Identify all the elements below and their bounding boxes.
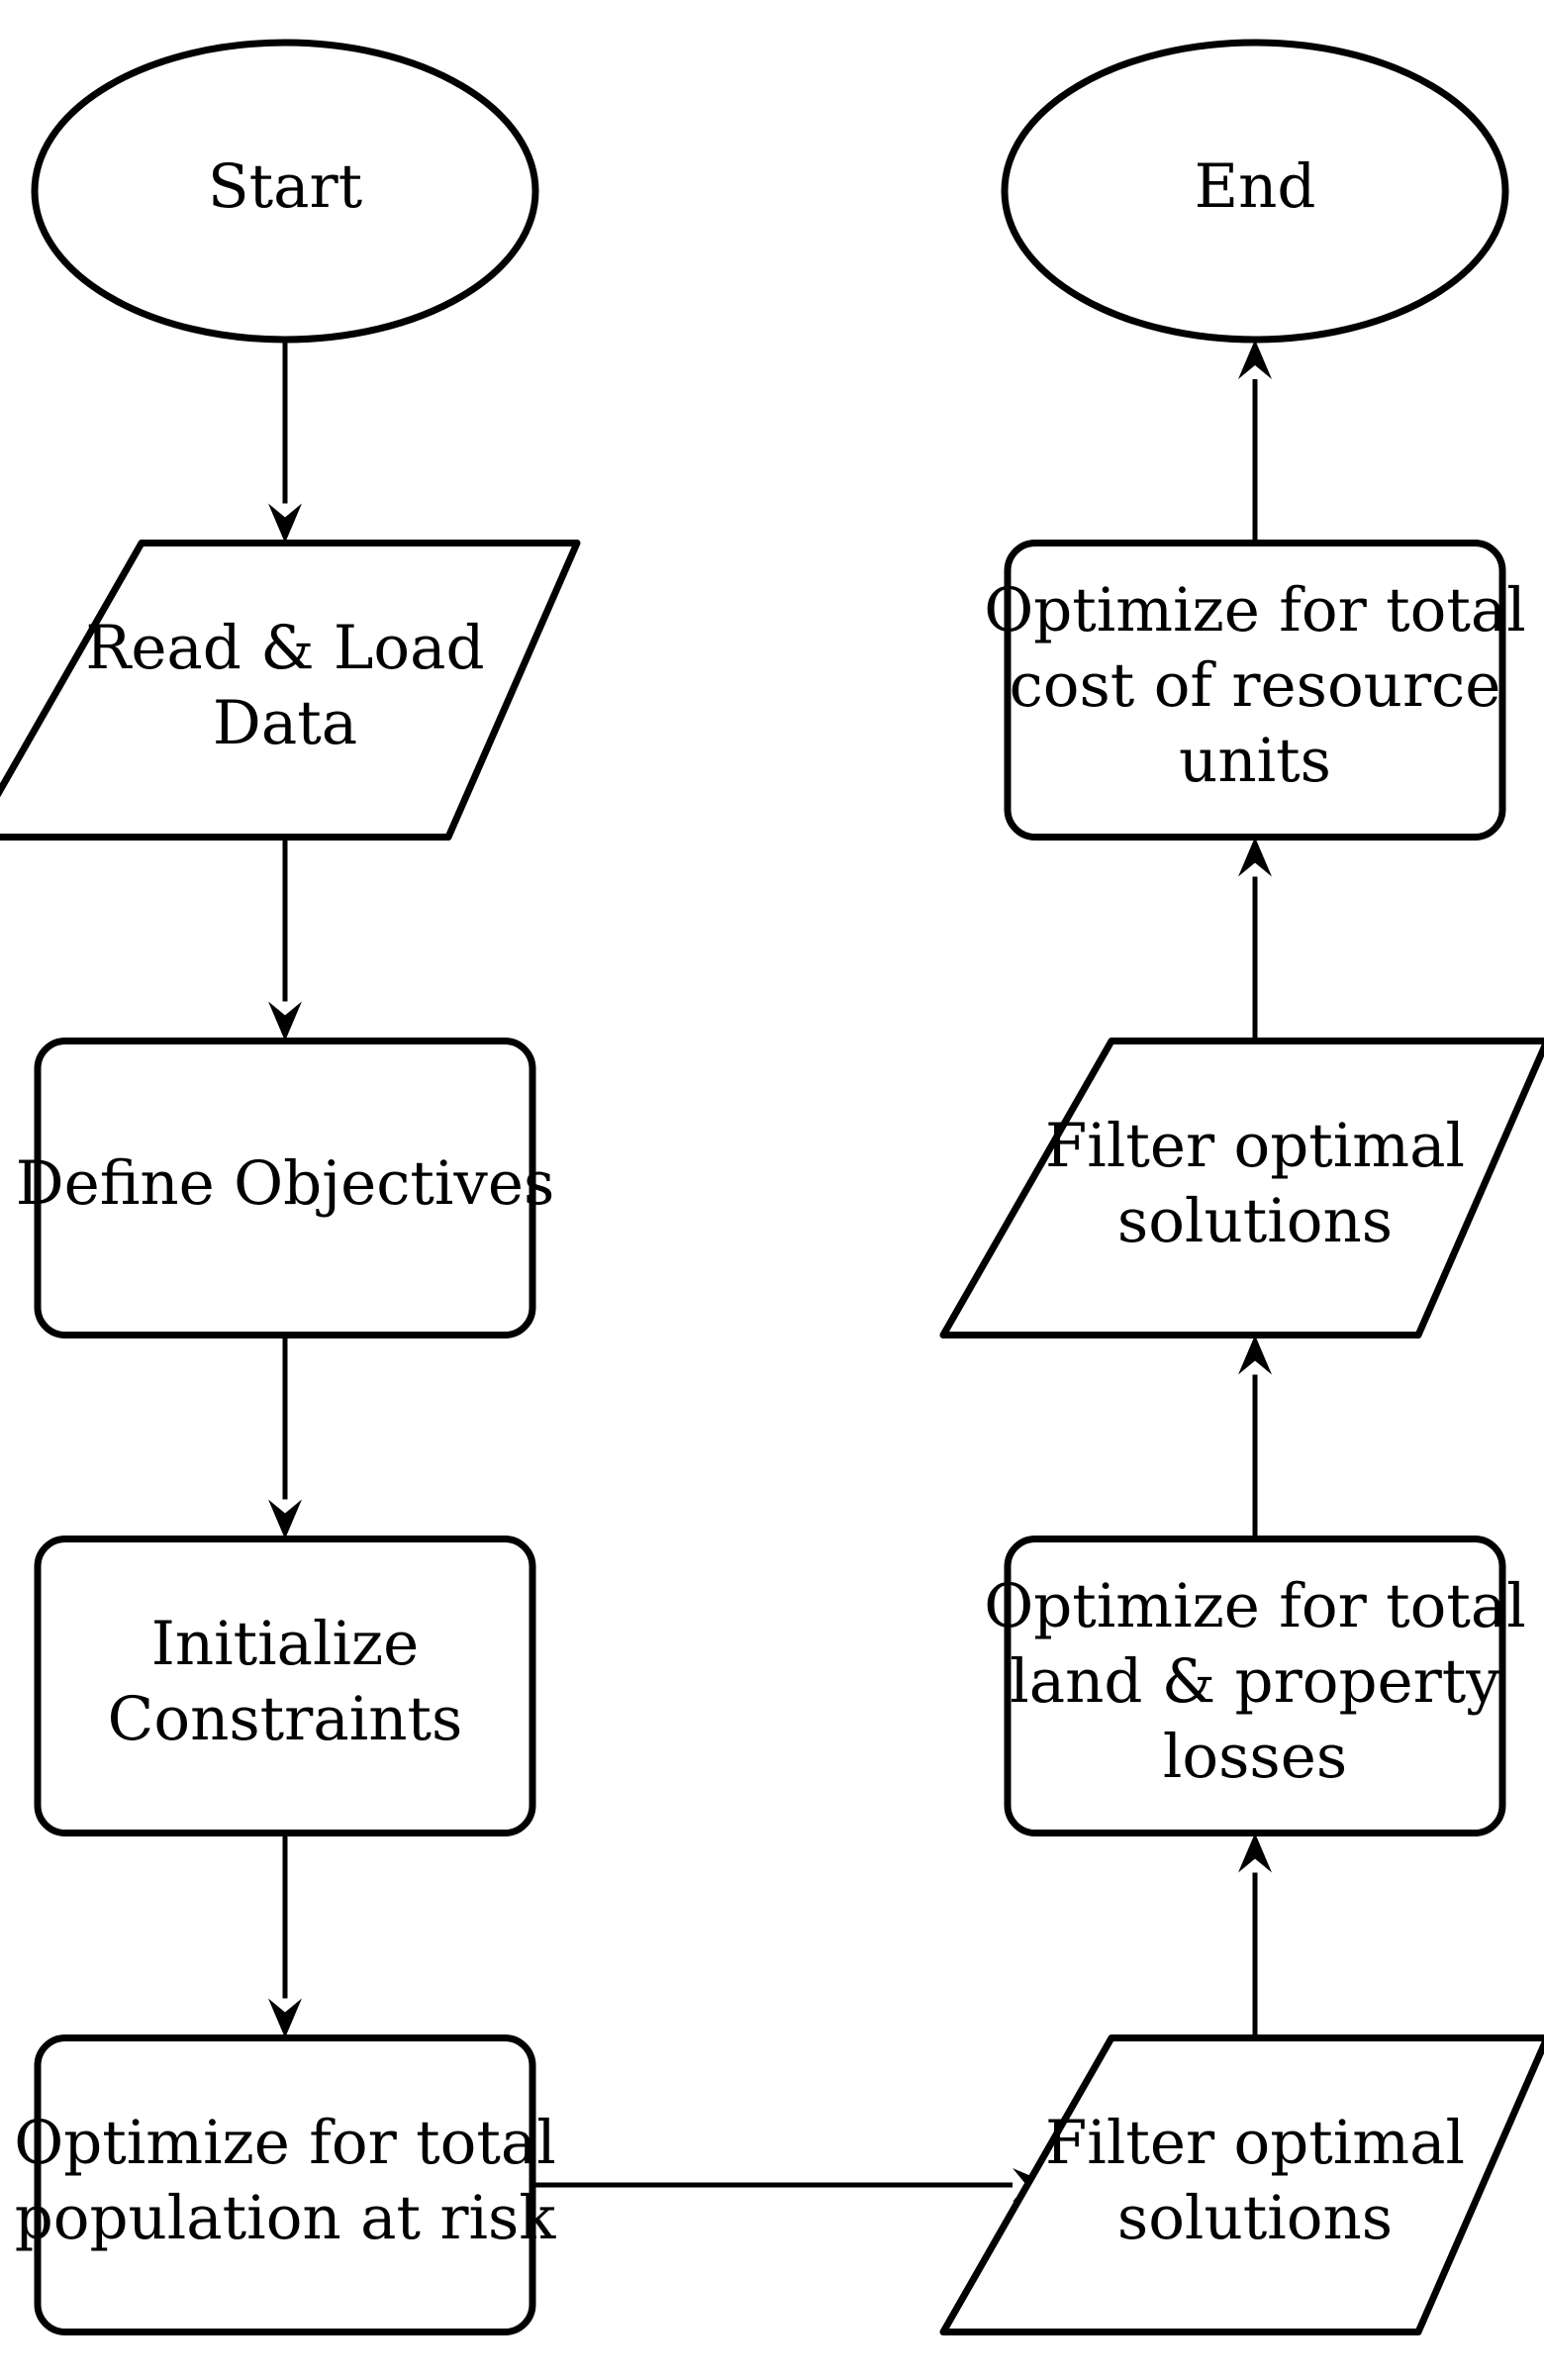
node-label: Optimize for total: [14, 2108, 556, 2178]
node-label: solutions: [1117, 2183, 1393, 2253]
node-end: End: [1001, 39, 1509, 344]
arrow-init-constraints-to-opt-population: [268, 1833, 302, 2038]
node-label: Constraints: [108, 1684, 463, 1754]
arrowhead: [268, 1499, 302, 1539]
arrow-opt-land-to-filter-2: [1238, 1335, 1272, 1539]
arrowhead: [1238, 1833, 1272, 1873]
edges-layer: [268, 340, 1272, 2202]
node-label: losses: [1163, 1722, 1347, 1792]
node-label: Filter optimal: [1045, 1111, 1465, 1181]
arrowhead: [268, 1998, 302, 2038]
node-label: Initialize: [151, 1609, 420, 1679]
arrowhead: [1238, 837, 1272, 877]
node-label: cost of resource: [1010, 650, 1501, 721]
process-box: [1004, 540, 1506, 841]
node-label: Optimize for total: [984, 1571, 1526, 1641]
node-label: Optimize for total: [984, 575, 1526, 645]
node-label: land & property: [1010, 1646, 1500, 1717]
node-label: Define Objectives: [16, 1148, 555, 1219]
arrowhead: [1238, 340, 1272, 379]
terminal-ellipse: [31, 39, 539, 344]
node-label: Read & Load: [85, 613, 484, 683]
process-box: [34, 1536, 536, 1836]
node-label: Start: [208, 151, 363, 222]
node-define-objectives: Define Objectives: [16, 1038, 555, 1339]
process-box: [34, 1038, 536, 1339]
io-parallelogram: [0, 540, 581, 841]
arrowhead: [268, 503, 302, 544]
node-label: units: [1179, 726, 1331, 796]
node-label: population at risk: [15, 2183, 557, 2253]
node-start: Start: [31, 39, 539, 344]
io-parallelogram: [939, 2034, 1544, 2335]
terminal-ellipse: [1001, 39, 1509, 344]
node-label: Filter optimal: [1045, 2108, 1465, 2178]
process-box: [34, 2034, 536, 2335]
process-box: [1004, 1536, 1506, 1836]
node-label: End: [1195, 151, 1316, 222]
arrowhead: [1238, 1335, 1272, 1375]
arrow-opt-cost-to-end: [1238, 340, 1272, 544]
arrow-filter-1-to-opt-land: [1238, 1833, 1272, 2038]
arrow-start-to-read-load: [268, 340, 302, 544]
node-label: solutions: [1117, 1186, 1393, 1256]
arrow-read-load-to-define-objectives: [268, 837, 302, 1041]
arrow-define-objectives-to-init-constraints: [268, 1335, 302, 1539]
node-label: Data: [213, 688, 357, 758]
arrow-filter-2-to-opt-cost: [1238, 837, 1272, 1041]
io-parallelogram: [939, 1038, 1544, 1339]
arrow-opt-population-to-filter-1: [532, 2168, 1052, 2202]
arrowhead: [268, 1001, 302, 1041]
